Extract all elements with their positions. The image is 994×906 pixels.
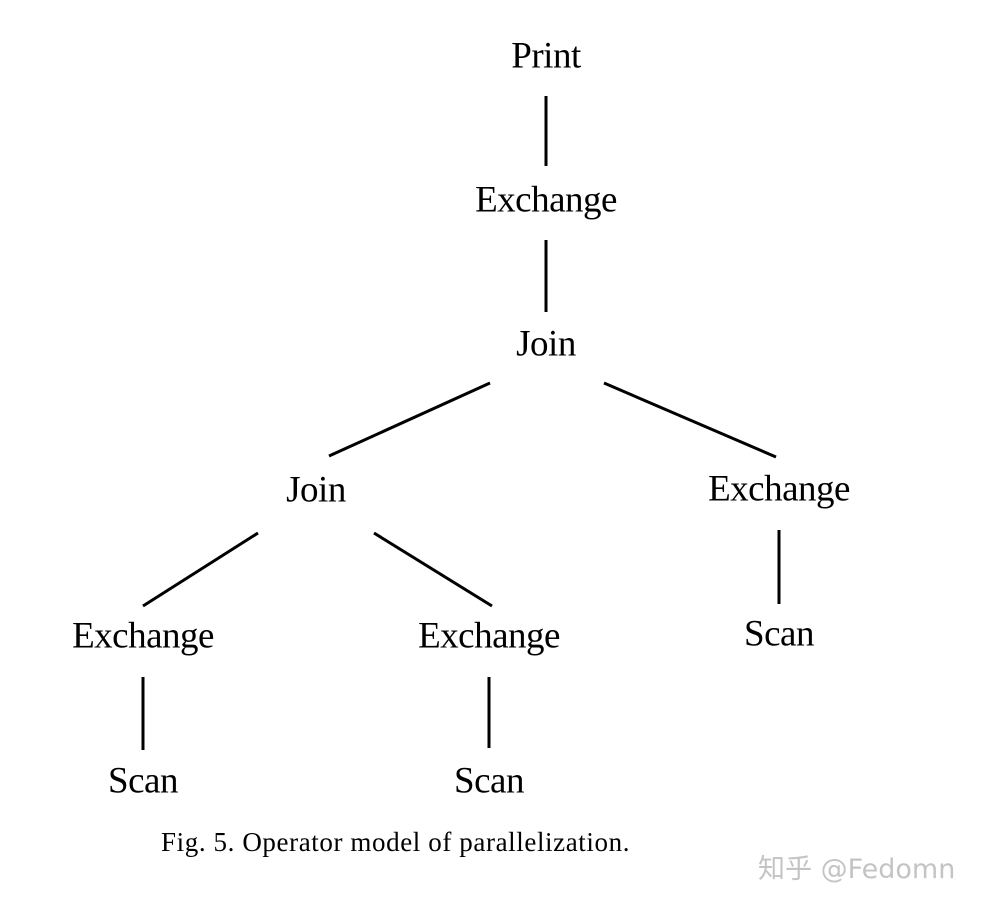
edge-join-left-to-exchange-left-left [142, 531, 259, 608]
node-join-root: Join [516, 323, 576, 365]
edge-join-root-to-join-left [328, 381, 491, 458]
node-print: Print [511, 35, 581, 77]
node-exchange-right: Exchange [708, 468, 850, 510]
figure-caption: Fig. 5. Operator model of parallelizatio… [161, 827, 631, 857]
node-exchange-left-left: Exchange [72, 615, 214, 657]
node-exchange-left-right: Exchange [418, 615, 560, 657]
edge-join-root-to-exchange-right [603, 381, 777, 459]
node-join-left: Join [286, 469, 346, 511]
node-scan-left-left: Scan [108, 760, 178, 802]
node-scan-left-right: Scan [454, 760, 524, 802]
watermark-text: 知乎 @Fedomn [758, 854, 956, 885]
edge-join-left-to-exchange-left-right [373, 531, 493, 608]
node-exchange-top: Exchange [475, 179, 617, 221]
node-scan-right: Scan [744, 613, 814, 655]
